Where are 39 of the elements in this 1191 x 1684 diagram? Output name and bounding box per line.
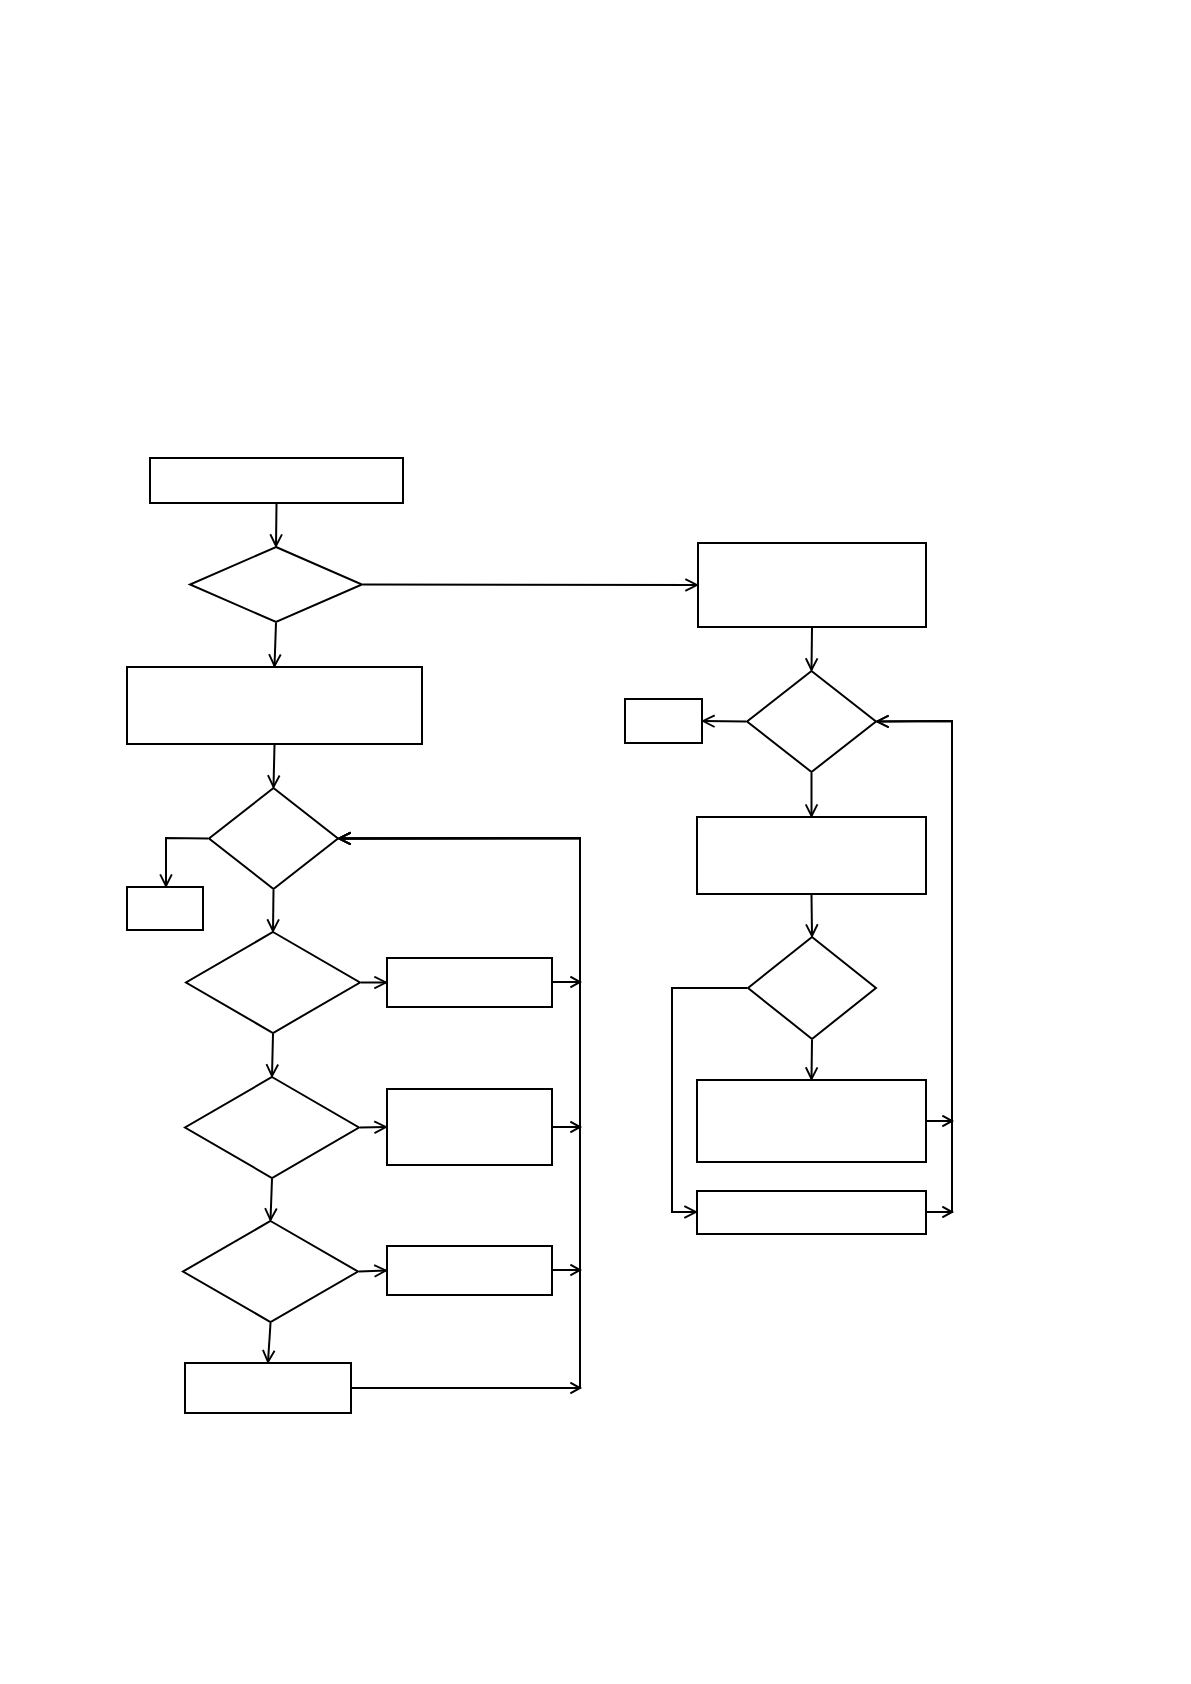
process-box bbox=[386, 1245, 553, 1296]
decision-diamond bbox=[185, 931, 361, 1034]
process-box bbox=[696, 816, 927, 895]
process-box bbox=[386, 957, 553, 1008]
arrow bbox=[804, 627, 819, 671]
arrow bbox=[262, 1322, 276, 1363]
decision-diamond bbox=[747, 936, 877, 1040]
process-box bbox=[697, 542, 927, 628]
decision-diamond bbox=[184, 1076, 360, 1179]
arrow bbox=[671, 987, 748, 1219]
arrow bbox=[268, 622, 282, 667]
process-box bbox=[386, 1088, 553, 1166]
arrow bbox=[267, 744, 281, 788]
arrow bbox=[702, 714, 747, 728]
arrow bbox=[876, 714, 955, 1219]
decision-diamond bbox=[746, 670, 877, 773]
process-box bbox=[149, 457, 404, 504]
process-box bbox=[126, 886, 204, 931]
process-box bbox=[696, 1190, 927, 1235]
process-box bbox=[126, 666, 423, 745]
arrow bbox=[338, 831, 583, 1395]
process-box bbox=[184, 1362, 352, 1414]
decision-diamond bbox=[189, 546, 363, 623]
arrow bbox=[358, 1264, 387, 1278]
arrow bbox=[362, 578, 698, 592]
arrow bbox=[265, 1033, 280, 1077]
arrow bbox=[159, 837, 209, 887]
arrow bbox=[804, 772, 819, 817]
process-box bbox=[696, 1079, 927, 1163]
arrow bbox=[266, 889, 280, 932]
arrow bbox=[360, 975, 387, 990]
arrow bbox=[804, 1039, 819, 1080]
process-box bbox=[624, 698, 703, 744]
arrow bbox=[264, 1178, 278, 1221]
arrow bbox=[359, 1120, 387, 1134]
arrow bbox=[805, 894, 819, 937]
arrow bbox=[269, 503, 283, 547]
decision-diamond bbox=[182, 1220, 359, 1323]
decision-diamond bbox=[208, 787, 339, 890]
